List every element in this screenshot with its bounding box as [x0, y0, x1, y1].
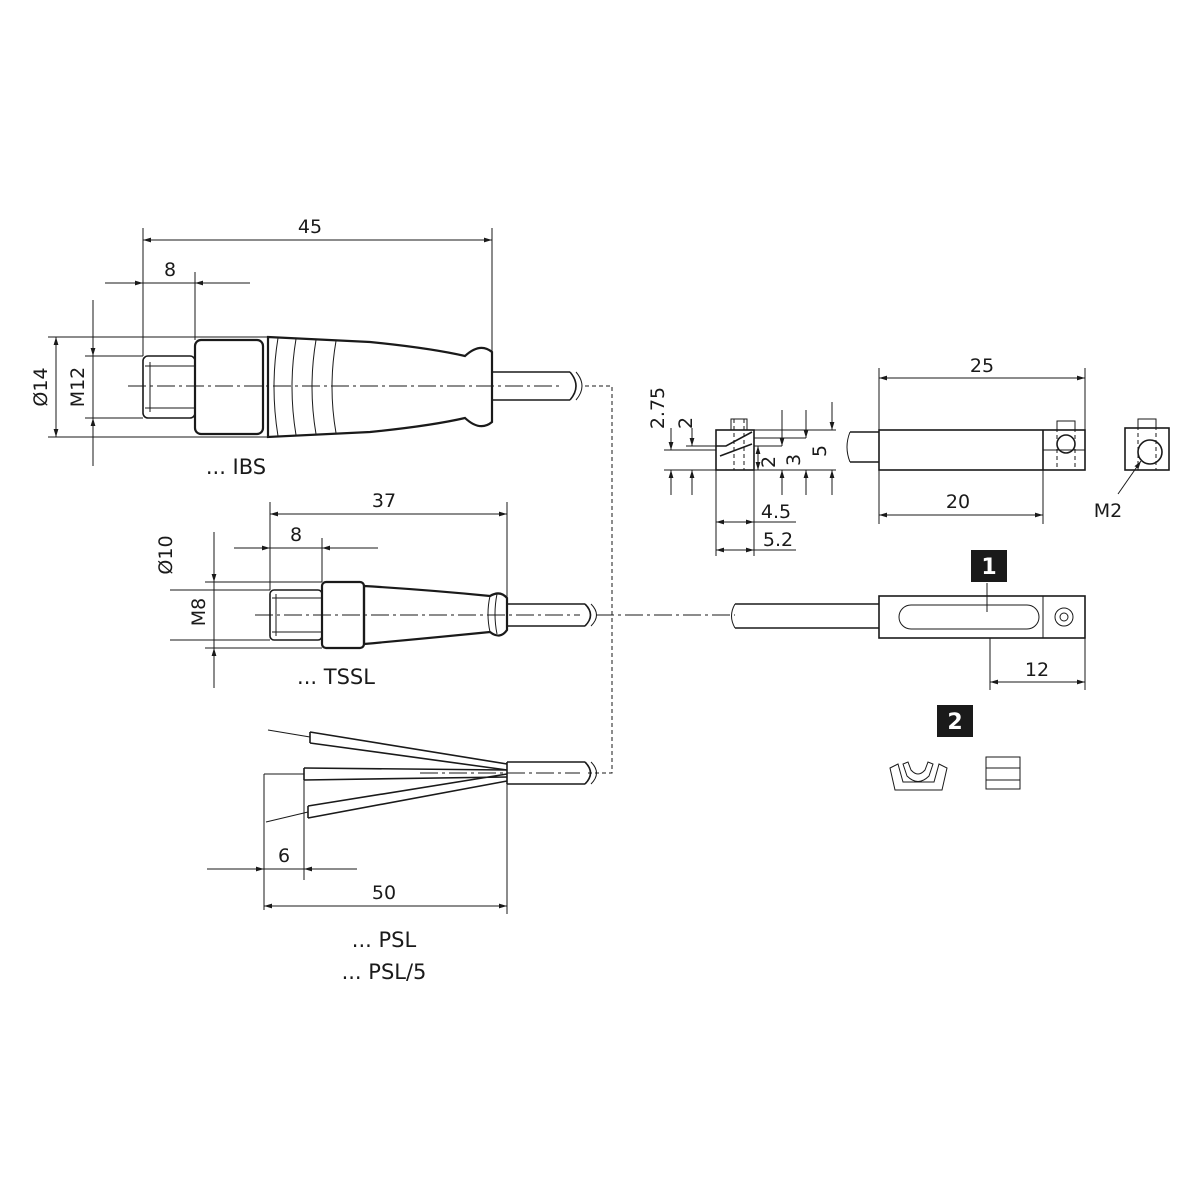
profile-dim-5-2: 5.2 — [763, 529, 793, 551]
tssl-connector — [170, 502, 597, 688]
psl-5-label: ... PSL/5 — [342, 960, 427, 984]
sensor-dim-body: 20 — [946, 491, 970, 513]
profile-dim-2-right: 2 — [758, 456, 780, 468]
connection-lines — [585, 385, 735, 774]
profile-dim-2-left: 2 — [675, 417, 697, 429]
sensor-side-view — [846, 368, 1086, 524]
badge-1-number: 1 — [981, 555, 996, 580]
ibs-label: ... IBS — [206, 455, 266, 479]
sensor-dim-screw: M2 — [1094, 500, 1122, 522]
profile-dim-4-5: 4.5 — [761, 501, 791, 523]
profile-dim-3: 3 — [783, 454, 805, 466]
ibs-dim-diameter: Ø14 — [30, 367, 52, 406]
tssl-label: ... TSSL — [297, 665, 375, 689]
tssl-dim-length: 37 — [372, 490, 396, 512]
psl-dim-length: 50 — [372, 882, 396, 904]
psl-wires — [207, 729, 597, 914]
badge-2-number: 2 — [947, 710, 962, 735]
badge-1: 1 — [971, 550, 1007, 582]
ibs-dim-nut: 8 — [164, 259, 176, 281]
sensor-profile — [664, 402, 836, 556]
psl-dim-strip: 6 — [278, 845, 290, 867]
sensor-dim-led: 12 — [1025, 659, 1049, 681]
tssl-dim-diameter: Ø10 — [155, 535, 177, 574]
sensor-dim-length: 25 — [970, 355, 994, 377]
spacer-block-icon — [985, 756, 1021, 790]
ibs-dim-thread: M12 — [67, 367, 89, 408]
tssl-dim-nut: 8 — [290, 524, 302, 546]
sensor-end-view — [1117, 418, 1170, 495]
mounting-clip-icon — [889, 761, 948, 791]
ibs-dim-length: 45 — [298, 216, 322, 238]
profile-dim-5: 5 — [809, 445, 831, 457]
psl-label: ... PSL — [352, 928, 417, 952]
tssl-dim-thread: M8 — [188, 598, 210, 626]
ibs-connector — [48, 228, 583, 466]
badge-2: 2 — [937, 705, 973, 737]
profile-dim-2-75: 2.75 — [647, 387, 669, 429]
sensor-top-view — [731, 583, 1086, 690]
